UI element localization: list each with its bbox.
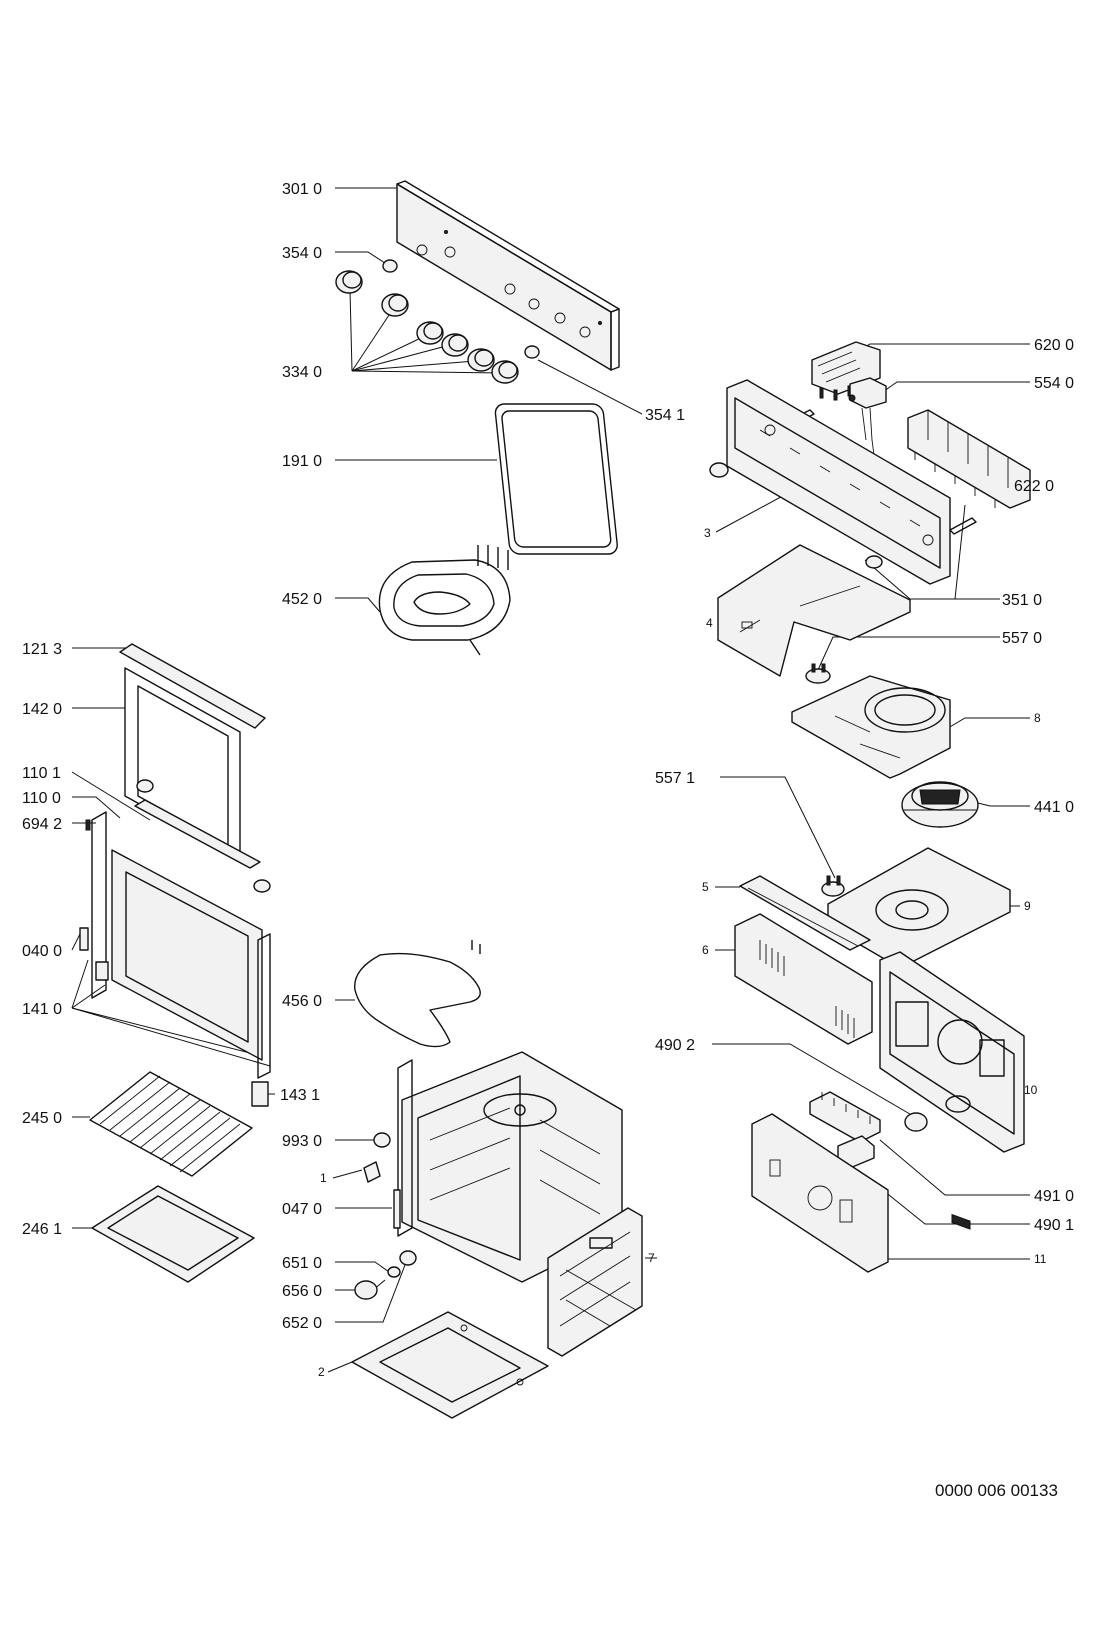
- lower-element-part: [354, 940, 481, 1048]
- outer-door-part: [79, 811, 271, 1079]
- label-047-0: 047 0: [282, 1201, 322, 1218]
- label-694-2: 694 2: [22, 816, 62, 833]
- bottom-plate-part: [351, 1311, 549, 1419]
- lamp-holder-part: [904, 1112, 928, 1132]
- label-143-1: 143 1: [280, 1087, 320, 1104]
- label-9: 9: [1024, 899, 1031, 913]
- label-557-0: 557 0: [1002, 630, 1042, 647]
- side-plate-part: [734, 913, 873, 1045]
- label-301-0: 301 0: [282, 181, 322, 198]
- label-040-0: 040 0: [22, 943, 62, 960]
- door-clip-part: [251, 1081, 269, 1107]
- label-1: 1: [320, 1171, 327, 1185]
- label-441-0: 441 0: [1034, 799, 1074, 816]
- label-354-0: 354 0: [282, 245, 322, 262]
- grill-element-part: [378, 545, 511, 656]
- cover-plate-part: [717, 544, 911, 677]
- switch-bank-part: [907, 409, 1031, 509]
- label-11: 11: [1034, 1252, 1047, 1266]
- label-5: 5: [702, 880, 709, 894]
- label-490-1: 490 1: [1034, 1217, 1074, 1234]
- label-121-3: 121 3: [22, 641, 62, 658]
- label-142-0: 142 0: [22, 701, 62, 718]
- baking-tray-part: [91, 1185, 255, 1283]
- thermal-cutout-2-part: [821, 875, 845, 897]
- label-8: 8: [1034, 711, 1041, 725]
- control-bracket-part: [709, 379, 951, 585]
- wire-shelf-part: [89, 1071, 253, 1177]
- back-cover-part: [751, 1113, 889, 1273]
- label-622-0: 622 0: [1014, 478, 1054, 495]
- label-4: 4: [706, 616, 713, 630]
- control-panel-part: [396, 180, 620, 371]
- label-10: 10: [1024, 1083, 1038, 1097]
- door-hinge-part: [134, 779, 271, 893]
- knob-part: [335, 270, 519, 384]
- label-245-0: 245 0: [22, 1110, 62, 1127]
- label-993-0: 993 0: [282, 1133, 322, 1150]
- oven-cavity-part: [397, 1051, 623, 1283]
- lamp-button-part: [382, 259, 540, 359]
- label-652-0: 652 0: [282, 1315, 322, 1332]
- thermostat-part: [848, 377, 887, 471]
- label-2: 2: [318, 1365, 325, 1379]
- rear-panel-part: [879, 951, 1025, 1153]
- terminal-block-part: [809, 1091, 881, 1143]
- label-557-1: 557 1: [655, 770, 695, 787]
- label-110-0: 110 0: [22, 790, 61, 807]
- small-hardware-part: [354, 1132, 417, 1300]
- label-6: 6: [702, 943, 709, 957]
- label-490-2: 490 2: [655, 1037, 695, 1054]
- door-top-trim-part: [119, 643, 266, 729]
- label-351-0: 351 0: [1002, 592, 1042, 609]
- label-491-0: 491 0: [1034, 1188, 1074, 1205]
- label-354-1: 354 1: [645, 407, 685, 424]
- fan-housing-part: [791, 675, 951, 779]
- label-246-1: 246 1: [22, 1221, 62, 1238]
- label-3: 3: [704, 526, 711, 540]
- shaft-part: [949, 517, 977, 535]
- door-frame-part: [547, 1207, 643, 1357]
- label-110-1: 110 1: [22, 765, 61, 782]
- label-452-0: 452 0: [282, 591, 322, 608]
- label-656-0: 656 0: [282, 1283, 322, 1300]
- label-7: 7: [648, 1251, 655, 1265]
- door-seal-part: [494, 403, 618, 555]
- document-number: 0000 006 00133: [935, 1481, 1058, 1500]
- label-334-0: 334 0: [282, 364, 322, 381]
- label-620-0: 620 0: [1034, 337, 1074, 354]
- long-bracket-part: [739, 875, 871, 951]
- label-456-0: 456 0: [282, 993, 322, 1010]
- fan-motor-part: [901, 781, 979, 828]
- thermal-cutout-part: [805, 663, 831, 684]
- part-labels: 301 0 354 0 334 0 354 1 191 0 452 0 620 …: [22, 181, 1074, 1500]
- label-191-0: 191 0: [282, 453, 322, 470]
- label-141-0: 141 0: [22, 1001, 62, 1018]
- label-651-0: 651 0: [282, 1255, 322, 1272]
- label-554-0: 554 0: [1034, 375, 1074, 392]
